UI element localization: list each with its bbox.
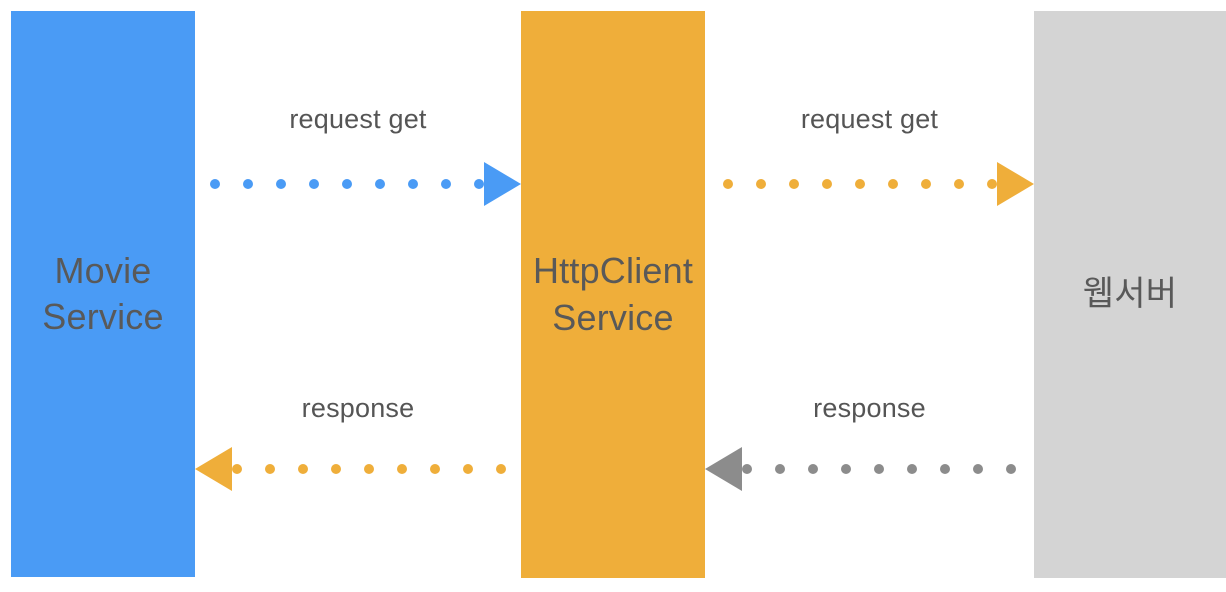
edge-dot [243,179,253,189]
edge-dot [756,179,766,189]
edge-dot [1006,464,1016,474]
arrow-left-icon [195,447,232,491]
edge-dot [775,464,785,474]
node-httpclient-service-label: HttpClient Service [532,250,694,338]
node-web-server[interactable]: 웹서버 [1034,11,1226,578]
edge-dot [987,179,997,189]
edge-dot [921,179,931,189]
edge-dot [940,464,950,474]
edge-dot [408,179,418,189]
edge-dots [742,464,1016,474]
edge-dot [808,464,818,474]
edge-dot [888,179,898,189]
edge-label-webserver-to-httpclient-response: response [813,393,926,423]
edge-dot [364,464,374,474]
edge-dot [298,464,308,474]
arrow-right-icon [484,162,521,206]
edge-httpclient-to-webserver-request[interactable] [723,162,1034,206]
edge-dot [496,464,506,474]
edge-label-httpclient-to-webserver-request: request get [800,104,939,134]
edge-dot [232,464,242,474]
node-movie-service-label: Movie Service [42,249,164,337]
edge-label-movie-to-httpclient-request: request get [289,104,427,134]
edge-dot [276,179,286,189]
edge-dot [331,464,341,474]
edge-dot [907,464,917,474]
node-httpclient-service[interactable]: HttpClient Service [521,11,705,578]
edge-dot [210,179,220,189]
edge-dot [973,464,983,474]
edge-dot [841,464,851,474]
edge-dots [232,464,506,474]
edge-dot [723,179,733,189]
edge-dot [375,179,385,189]
edge-dot [430,464,440,474]
edge-httpclient-to-movie-response[interactable] [195,447,506,491]
edge-movie-to-httpclient-request[interactable] [210,162,521,206]
edge-dots [723,179,997,189]
arrow-left-icon [705,447,742,491]
edge-dot [463,464,473,474]
edge-dot [855,179,865,189]
node-web-server-label: 웹서버 [1082,274,1178,313]
node-movie-service[interactable]: Movie Service [11,11,195,577]
edge-dot [822,179,832,189]
edge-dot [309,179,319,189]
edge-dot [342,179,352,189]
edge-dot [474,179,484,189]
edge-dot [954,179,964,189]
edge-dot [742,464,752,474]
edge-dot [397,464,407,474]
edge-dots [210,179,484,189]
edge-dot [441,179,451,189]
arrow-right-icon [997,162,1034,206]
edge-label-httpclient-to-movie-response: response [301,393,415,423]
edge-dot [265,464,275,474]
edge-webserver-to-httpclient-response[interactable] [705,447,1016,491]
edge-dot [789,179,799,189]
edge-dot [874,464,884,474]
